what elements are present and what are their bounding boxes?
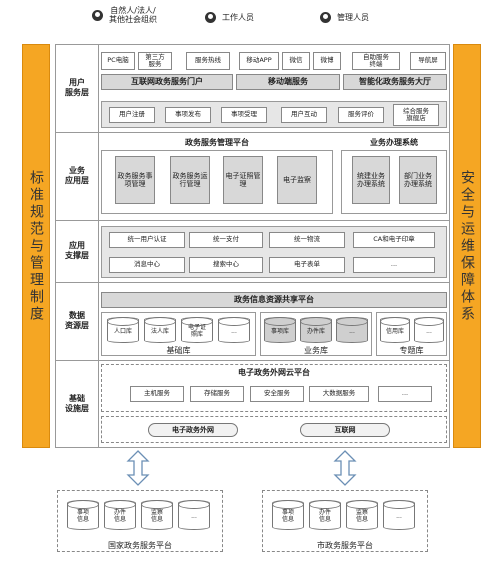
business-system-title: 业务办理系统 [370, 138, 418, 147]
topic-db-title: 专题库 [399, 346, 424, 355]
func-interact: 用户互动 [281, 107, 327, 123]
national-supervision-db: 监察 信息 [141, 500, 173, 530]
portal-internet: 互联网政务服务门户 [101, 74, 233, 90]
city-platform-title: 市政务服务平台 [317, 541, 373, 550]
platform-item-certificate: 电子证照管理 [223, 156, 263, 204]
city-cases-db: 办件 信息 [309, 500, 341, 530]
person-icon [205, 12, 216, 23]
platform-item-supervision: 电子监察 [277, 156, 317, 204]
func-accept: 事项受理 [221, 107, 267, 123]
user-admin-label: 管理人员 [337, 12, 369, 22]
support-pay: 统一支付 [189, 232, 263, 248]
db-legal-person: 法人库 [144, 317, 176, 343]
channel-kiosk: 自助服务 终端 [352, 52, 400, 70]
infra-more: ... [378, 386, 432, 402]
channel-hotline: 服务热线 [186, 52, 230, 70]
user-admin: 管理人员 [320, 12, 369, 23]
platform-item-matters: 政务服务事项管理 [115, 156, 155, 204]
func-register: 用户注册 [109, 107, 155, 123]
support-message: 消息中心 [109, 257, 185, 273]
network-internet: 互联网 [300, 423, 390, 437]
channel-pc: PC电脑 [101, 52, 135, 70]
channel-third-party: 第三方 服务 [138, 52, 172, 70]
layer-label-user-service: 用户 服务层 [65, 77, 89, 97]
db-base-more: ... [218, 317, 250, 343]
cloud-platform-title: 电子政务外网云平台 [238, 368, 310, 377]
func-evaluate: 服务评价 [338, 107, 384, 123]
support-ca-seal: CA和电子印章 [353, 232, 435, 248]
support-search: 搜索中心 [189, 257, 263, 273]
support-form: 电子表单 [269, 257, 345, 273]
layer-label-infrastructure: 基础 设施层 [65, 393, 89, 413]
layer-label-business-app: 业务 应用层 [65, 165, 89, 185]
data-share-platform: 政务信息资源共享平台 [101, 292, 447, 308]
portal-mobile: 移动端服务 [236, 74, 340, 90]
city-supervision-db: 监察 信息 [346, 500, 378, 530]
user-public: 自然人/法人/ 其他社会组织 [92, 6, 157, 24]
security-bar: 安全与运维保障体系 [453, 44, 481, 448]
person-icon [92, 9, 103, 21]
user-staff: 工作人员 [205, 12, 254, 23]
gov-service-platform-title: 政务服务管理平台 [185, 138, 249, 147]
support-auth: 统一用户认证 [109, 232, 185, 248]
infra-bigdata: 大数据服务 [309, 386, 369, 402]
func-flagship: 综合服务 旗舰店 [393, 104, 439, 126]
user-functions-panel [101, 101, 447, 128]
channel-wechat: 微信 [282, 52, 310, 70]
db-credit: 信用库 [380, 317, 410, 343]
support-logistics: 统一物流 [269, 232, 345, 248]
city-matters-db: 事项 信息 [272, 500, 304, 530]
system-item-department: 部门业务办理系统 [399, 156, 437, 204]
support-more: ... [353, 257, 435, 273]
city-more-db: ... [383, 500, 415, 530]
business-db-title: 业务库 [304, 346, 328, 355]
channel-app: 移动APP [239, 52, 279, 70]
portal-smart-hall: 智能化政务服务大厅 [343, 74, 447, 90]
channel-weibo: 微博 [313, 52, 341, 70]
user-public-label: 自然人/法人/ 其他社会组织 [109, 6, 157, 25]
base-db-title: 基础库 [166, 346, 191, 355]
db-cases: 办件库 [300, 317, 332, 343]
infra-security: 安全服务 [250, 386, 304, 402]
layer-label-data-resource: 数据 资源层 [65, 310, 89, 330]
national-matters-db: 事项 信息 [67, 500, 99, 530]
db-population: 人口库 [107, 317, 139, 343]
sync-arrow-left-icon [126, 450, 150, 486]
person-icon [320, 12, 331, 23]
sync-arrow-right-icon [333, 450, 357, 486]
infra-host: 主机服务 [130, 386, 184, 402]
db-business-more: ... [336, 317, 368, 343]
func-publish: 事项发布 [165, 107, 211, 123]
db-topic-more: ... [414, 317, 444, 343]
standards-bar: 标准规范与管理制度 [22, 44, 50, 448]
user-staff-label: 工作人员 [222, 12, 254, 22]
db-certificate: 电子证 照库 [181, 317, 213, 343]
national-cases-db: 办件 信息 [104, 500, 136, 530]
db-matters: 事项库 [264, 317, 296, 343]
system-item-unified: 统建业务办理系统 [352, 156, 390, 204]
national-platform-title: 国家政务服务平台 [108, 541, 172, 550]
layer-label-app-support: 应用 支撑层 [65, 240, 89, 260]
channel-nav-screen: 导航屏 [410, 52, 446, 70]
platform-item-operation: 政务服务运行管理 [170, 156, 210, 204]
network-egov: 电子政务外网 [148, 423, 238, 437]
infra-storage: 存储服务 [190, 386, 244, 402]
national-more-db: ... [178, 500, 210, 530]
